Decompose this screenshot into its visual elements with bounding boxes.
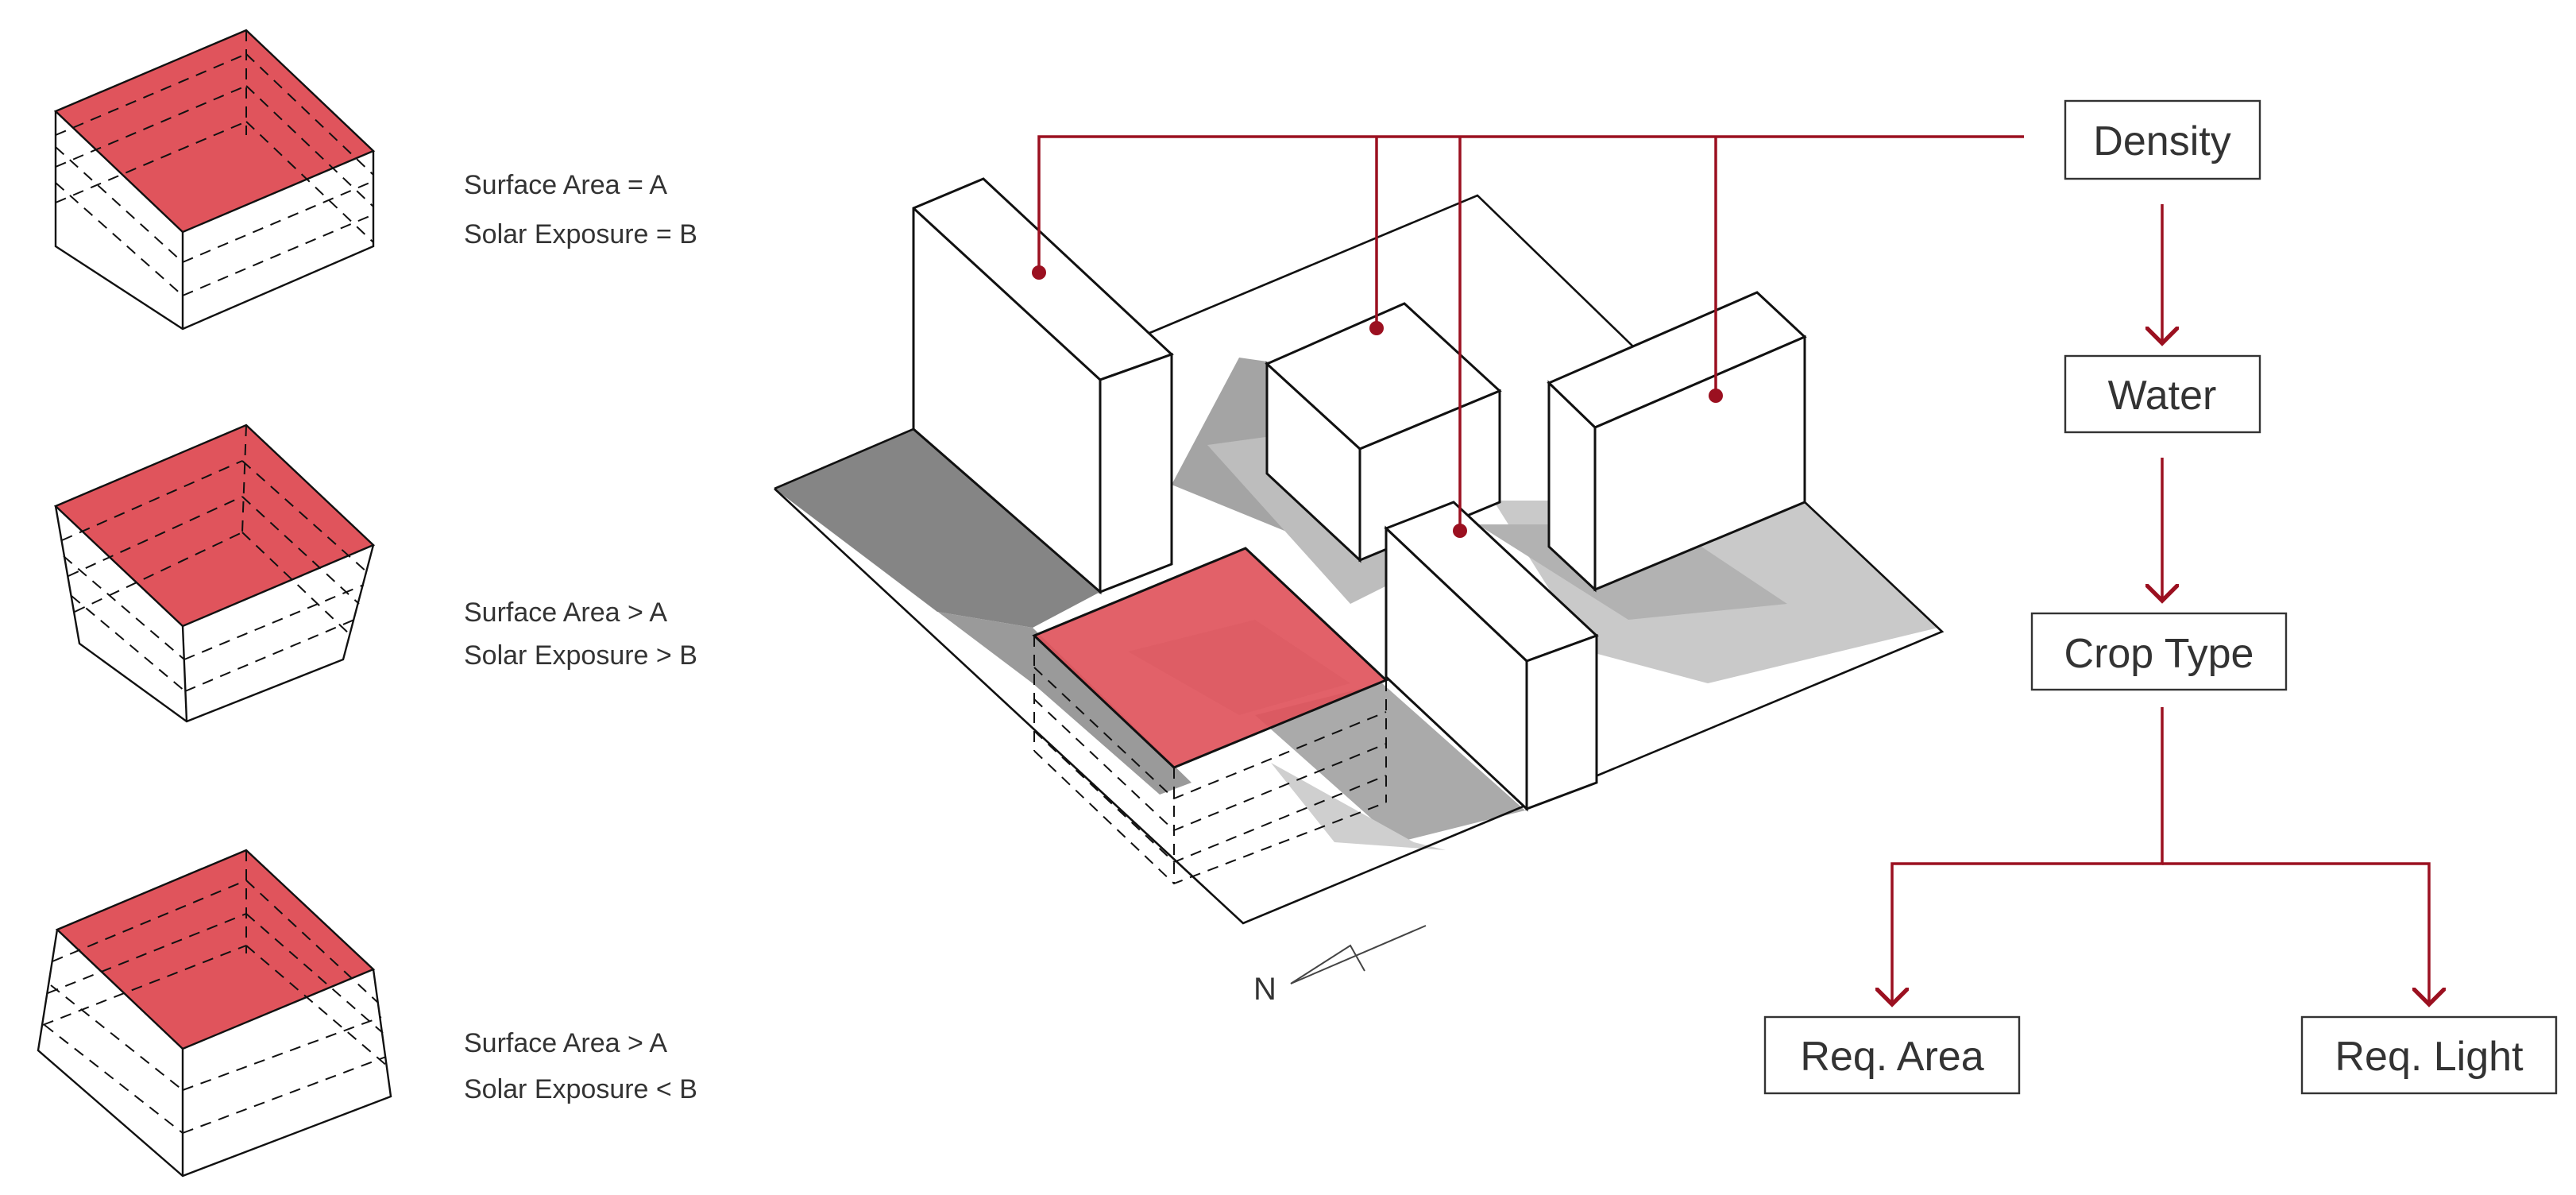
roof-surface-3 — [55, 849, 376, 1050]
water-label: Water — [2108, 373, 2217, 419]
highlighted-volume — [1032, 547, 1388, 885]
north-arrow-icon: N — [1253, 925, 1427, 1007]
variant-3-solar-label: Solar Exposure < B — [464, 1074, 697, 1104]
density-box — [2064, 99, 2261, 180]
crop-branch — [1892, 707, 2164, 1004]
roof-surface-2 — [53, 423, 376, 628]
flow-chart: Density Water Crop Type Req. Area Req. L… — [1763, 99, 2558, 1095]
building-front-tower — [1384, 501, 1599, 812]
req-area-box — [1763, 1015, 2021, 1095]
variant-2-solar-label: Solar Exposure > B — [464, 640, 697, 671]
north-label: N — [1253, 972, 1276, 1007]
variant-1-surface-label: Surface Area = A — [464, 170, 667, 200]
variant-box-2 — [53, 423, 376, 723]
site-axonometric: N — [774, 135, 2024, 1007]
variant-labels: Surface Area = A Solar Exposure = B Surf… — [464, 170, 697, 1104]
building-tall-slab — [912, 177, 1174, 595]
site-outline — [1147, 194, 1637, 350]
crop-branch-right — [2162, 862, 2429, 1004]
building-small-block — [1265, 302, 1502, 563]
req-light-label: Req. Light — [2335, 1034, 2524, 1080]
flow-connectors — [1892, 204, 2429, 1004]
crop-type-box — [2030, 612, 2288, 691]
variant-3-surface-label: Surface Area > A — [464, 1028, 667, 1058]
water-box — [2064, 354, 2261, 434]
density-label: Density — [2093, 118, 2230, 164]
building-right-block — [1547, 291, 1807, 593]
variant-box-1 — [53, 29, 376, 331]
req-light-box — [2300, 1015, 2558, 1095]
density-leaders — [1037, 135, 2024, 531]
req-area-label: Req. Area — [1800, 1034, 1983, 1080]
density-leader-dots — [1032, 265, 1723, 538]
variant-2-surface-label: Surface Area > A — [464, 598, 667, 628]
crop-type-label: Crop Type — [2064, 631, 2254, 677]
variant-box-3 — [37, 849, 392, 1178]
variant-1-solar-label: Solar Exposure = B — [464, 219, 697, 249]
